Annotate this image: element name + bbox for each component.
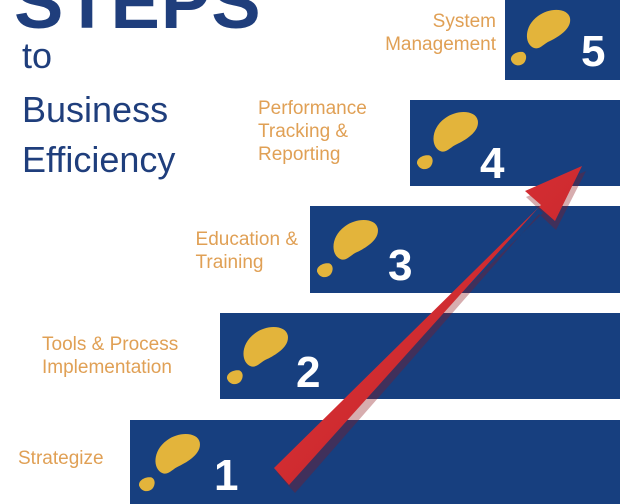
step-3-block: 3 <box>310 206 620 293</box>
step-4-block: 4 <box>410 100 620 186</box>
title-to: to <box>22 35 53 76</box>
footprint-icon <box>416 111 478 170</box>
footprint-icon <box>138 433 200 492</box>
title-steps: STEPS <box>14 0 262 44</box>
step-4-label: Performance Tracking & Reporting <box>258 98 367 165</box>
step-5-block: 5 <box>505 0 620 80</box>
step-1-label: Strategize <box>18 448 104 469</box>
step-3-label: Education & Training <box>195 229 298 273</box>
step-1-block: 1 <box>130 420 620 504</box>
step-5-label: System Management <box>385 11 496 55</box>
title-business: Business <box>22 89 169 130</box>
step-5-number: 5 <box>581 27 606 76</box>
step-2-label: Tools & Process Implementation <box>42 334 179 378</box>
footprint-icon <box>226 326 288 385</box>
title-efficiency: Efficiency <box>22 139 176 180</box>
step-4-number: 4 <box>480 139 505 188</box>
step-2-number: 2 <box>296 348 321 397</box>
step-3-number: 3 <box>388 241 413 290</box>
footprint-icon <box>510 9 571 66</box>
footprint-icon <box>316 219 378 278</box>
step-1-number: 1 <box>214 451 239 500</box>
